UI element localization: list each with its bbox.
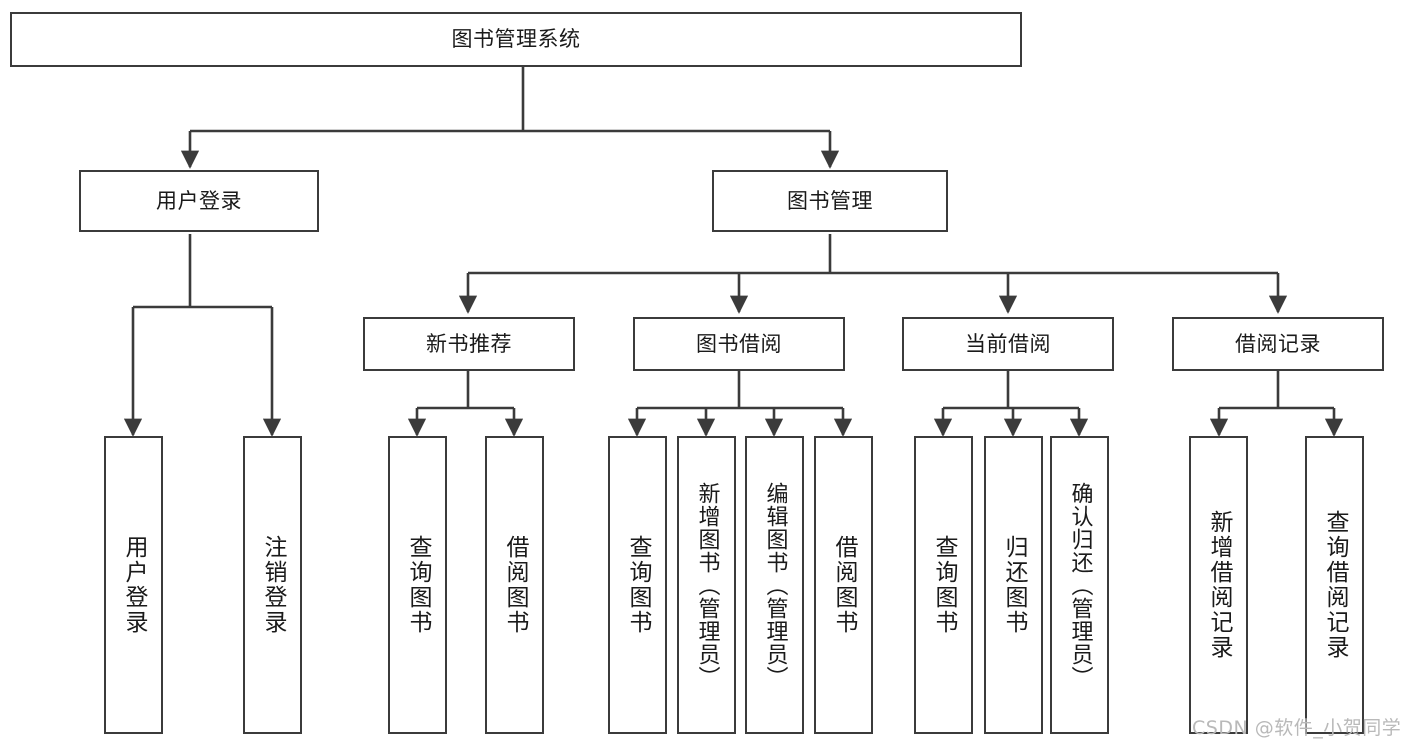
node-book-management[interactable]: 图书管理	[712, 170, 948, 232]
node-label: 编辑图书（管理员）	[762, 481, 788, 689]
node-user-login[interactable]: 用户登录	[79, 170, 319, 232]
node-leaf-edit-book-admin[interactable]: 编辑图书（管理员）	[745, 436, 804, 734]
node-label: 图书管理系统	[451, 27, 581, 52]
node-book-borrow[interactable]: 图书借阅	[633, 317, 845, 371]
node-label: 确认归还（管理员）	[1067, 481, 1093, 689]
node-leaf-query-borrow-record[interactable]: 查询借阅记录	[1305, 436, 1364, 734]
node-leaf-user-login[interactable]: 用户登录	[104, 436, 163, 734]
node-label: 查询图书	[931, 535, 957, 635]
node-label: 注销登录	[260, 535, 286, 635]
node-leaf-logout[interactable]: 注销登录	[243, 436, 302, 734]
node-borrow-records[interactable]: 借阅记录	[1172, 317, 1384, 371]
node-new-book-recommend[interactable]: 新书推荐	[363, 317, 575, 371]
node-leaf-query-book-new[interactable]: 查询图书	[388, 436, 447, 734]
node-label: 归还图书	[1001, 535, 1027, 635]
node-current-borrow[interactable]: 当前借阅	[902, 317, 1114, 371]
node-label: 图书借阅	[696, 331, 782, 356]
node-label: 查询图书	[405, 535, 431, 635]
node-leaf-add-book-admin[interactable]: 新增图书（管理员）	[677, 436, 736, 734]
csdn-watermark: CSDN @软件_小贺同学	[1192, 717, 1402, 739]
node-label: 借阅记录	[1235, 331, 1321, 356]
node-label: 新书推荐	[426, 331, 512, 356]
node-label: 借阅图书	[831, 535, 857, 635]
node-leaf-confirm-return-admin[interactable]: 确认归还（管理员）	[1050, 436, 1109, 734]
node-label: 借阅图书	[502, 535, 528, 635]
node-root-system[interactable]: 图书管理系统	[10, 12, 1022, 67]
node-label: 图书管理	[787, 188, 873, 213]
node-leaf-borrow-book-new[interactable]: 借阅图书	[485, 436, 544, 734]
node-label: 当前借阅	[965, 331, 1051, 356]
node-leaf-return-book[interactable]: 归还图书	[984, 436, 1043, 734]
node-leaf-add-borrow-record[interactable]: 新增借阅记录	[1189, 436, 1248, 734]
node-label: 查询图书	[625, 535, 651, 635]
node-leaf-query-book-borrow[interactable]: 查询图书	[608, 436, 667, 734]
node-label: 查询借阅记录	[1322, 510, 1348, 660]
node-label: 新增借阅记录	[1206, 510, 1232, 660]
node-leaf-borrow-book[interactable]: 借阅图书	[814, 436, 873, 734]
node-leaf-query-book-current[interactable]: 查询图书	[914, 436, 973, 734]
node-label: 用户登录	[121, 535, 147, 635]
node-label: 用户登录	[156, 188, 242, 213]
node-label: 新增图书（管理员）	[694, 481, 720, 689]
